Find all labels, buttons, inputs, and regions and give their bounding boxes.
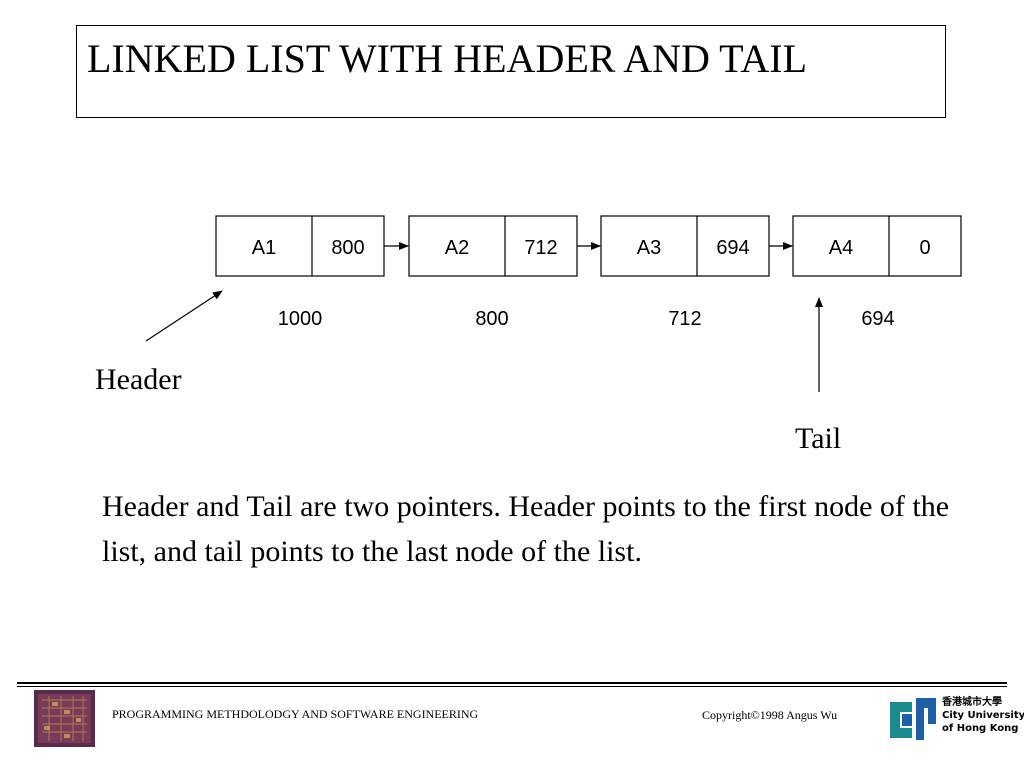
city-university-logo: 香港城市大學 City University of Hong Kong (888, 694, 1024, 744)
list-node-3: A3 694 712 (600, 215, 770, 330)
header-label: Header (95, 363, 182, 396)
page-title: LINKED LIST WITH HEADER AND TAIL (87, 36, 808, 81)
footer-rule-thin (17, 686, 1007, 687)
node-2-next: 712 (524, 237, 557, 259)
logo-text-city-university: City University (942, 710, 1024, 721)
node-1-box (215, 215, 385, 277)
header-pointer-arrow (145, 290, 223, 342)
node-3-data: A3 (637, 237, 661, 259)
title-box: LINKED LIST WITH HEADER AND TAIL (76, 25, 946, 118)
node-3-address: 712 (668, 308, 701, 330)
logo-text-chinese: 香港城市大學 (942, 697, 1002, 708)
tail-label: Tail (795, 422, 842, 455)
node-3-box (600, 215, 770, 277)
node-4-data: A4 (829, 237, 853, 259)
node-4-next: 0 (919, 237, 930, 259)
description-text: Header and Tail are two pointers. Header… (102, 490, 950, 568)
node-3-next: 694 (716, 237, 749, 259)
node-4-box (792, 215, 962, 277)
list-node-2: A2 712 800 (408, 215, 578, 330)
logo-text-hong-kong: of Hong Kong (942, 723, 1019, 734)
node-1-data: A1 (252, 237, 276, 259)
node-2-address: 800 (475, 308, 508, 330)
node-1-next: 800 (331, 237, 364, 259)
node-2-data: A2 (445, 237, 469, 259)
footer-rule-thick (17, 682, 1007, 684)
footer-course-name: PROGRAMMING METHDOLODGY AND SOFTWARE ENG… (112, 707, 479, 721)
chip-image (34, 690, 95, 747)
list-node-1: A1 800 1000 (215, 215, 385, 330)
logo-text-block: 香港城市大學 City University of Hong Kong (942, 696, 1024, 735)
node-4-address: 694 (861, 308, 894, 330)
city-university-emblem-icon (890, 698, 936, 740)
node-1-address: 1000 (278, 308, 323, 330)
list-node-4: A4 0 694 (792, 215, 962, 330)
footer-copyright: Copyright©1998 Angus Wu (702, 708, 838, 722)
